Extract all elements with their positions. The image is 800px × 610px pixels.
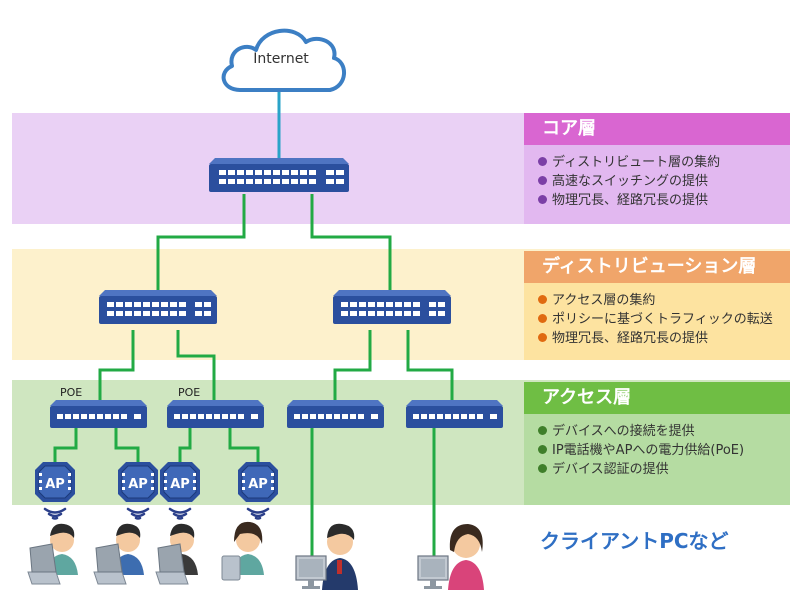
core-item: ディストリビュート層の集約 — [538, 153, 790, 172]
distribution-layer-title: ディストリビューション層 — [524, 251, 790, 283]
access-item-text: デバイスへの接続を提供 — [552, 424, 695, 439]
wired-client-2-icon — [417, 524, 484, 590]
internet-cloud-icon: Internet — [221, 28, 346, 92]
access-point-1-icon: AP — [34, 461, 76, 503]
wifi-signal-icon — [126, 507, 150, 520]
core-item-text: 物理冗長、経路冗長の提供 — [552, 193, 709, 208]
wireless-client-2-icon — [93, 523, 144, 585]
link-ap-4 — [228, 428, 260, 462]
distribution-item: 物理冗長、経路冗長の提供 — [538, 329, 790, 348]
access-item: デバイス認証の提供 — [538, 460, 790, 479]
bullet-icon — [538, 445, 547, 454]
link-dist-access-3 — [333, 330, 372, 400]
ap-label: AP — [128, 477, 148, 492]
core-layer-description: ディストリビュート層の集約 高速なスイッチングの提供 物理冗長、経路冗長の提供 — [524, 145, 790, 224]
bullet-icon — [538, 426, 547, 435]
clients-label: クライアントPCなど — [540, 529, 729, 553]
distribution-item-text: 物理冗長、経路冗長の提供 — [552, 331, 709, 346]
link-dist-access-4 — [406, 330, 454, 400]
distribution-item: アクセス層の集約 — [538, 291, 790, 310]
bullet-icon — [538, 333, 547, 342]
wired-client-1-icon — [295, 523, 358, 590]
access-point-3-icon: AP — [159, 461, 201, 503]
access-point-2-icon: AP — [117, 461, 159, 503]
bullet-icon — [538, 314, 547, 323]
wireless-client-4-icon — [221, 521, 264, 581]
core-item: 物理冗長、経路冗長の提供 — [538, 191, 790, 210]
link-dist-access-2 — [176, 330, 216, 400]
distribution-item-text: アクセス層の集約 — [552, 293, 656, 308]
link-dist-access-1 — [98, 330, 135, 400]
access-item-text: IP電話機やAPへの電力供給(PoE) — [552, 443, 745, 458]
distribution-switch-left-icon — [99, 290, 217, 324]
bullet-icon — [538, 464, 547, 473]
core-layer-title: コア層 — [524, 113, 790, 145]
wifi-signal-icon — [246, 507, 270, 520]
bullet-icon — [538, 176, 547, 185]
bullet-icon — [538, 195, 547, 204]
access-layer-title: アクセス層 — [524, 382, 790, 414]
distribution-layer-description: アクセス層の集約 ポリシーに基づくトラフィックの転送 物理冗長、経路冗長の提供 — [524, 283, 790, 360]
ap-label: AP — [248, 477, 268, 492]
distribution-item-text: ポリシーに基づくトラフィックの転送 — [552, 312, 773, 327]
distribution-switch-right-icon — [333, 290, 451, 324]
access-switch-2-icon — [167, 400, 264, 428]
bullet-icon — [538, 295, 547, 304]
wireless-client-1-icon — [27, 523, 78, 585]
wifi-signal-icon — [168, 507, 192, 520]
poe-label-2: POE — [178, 386, 200, 399]
core-item: 高速なスイッチングの提供 — [538, 172, 790, 191]
access-switch-4-icon — [406, 400, 503, 428]
access-item: デバイスへの接続を提供 — [538, 422, 790, 441]
wireless-client-3-icon — [155, 523, 198, 585]
wifi-signal-icon — [43, 507, 67, 520]
link-ap-1 — [53, 428, 78, 462]
access-item: IP電話機やAPへの電力供給(PoE) — [538, 441, 790, 460]
link-core-dist-right — [310, 194, 392, 290]
core-item-text: ディストリビュート層の集約 — [552, 155, 721, 170]
core-item-text: 高速なスイッチングの提供 — [552, 174, 709, 189]
access-point-4-icon: AP — [237, 461, 279, 503]
ap-label: AP — [170, 477, 190, 492]
link-ap-3 — [178, 428, 192, 462]
access-switch-3-icon — [287, 400, 384, 428]
distribution-item: ポリシーに基づくトラフィックの転送 — [538, 310, 790, 329]
link-ap-2 — [114, 428, 140, 462]
access-layer-description: デバイスへの接続を提供 IP電話機やAPへの電力供給(PoE) デバイス認証の提… — [524, 414, 790, 505]
bullet-icon — [538, 157, 547, 166]
network-links — [53, 194, 454, 556]
link-core-dist-left — [156, 194, 246, 290]
poe-label-1: POE — [60, 386, 82, 399]
internet-label: Internet — [253, 51, 309, 67]
access-item-text: デバイス認証の提供 — [552, 462, 669, 477]
access-switch-1-icon — [50, 400, 147, 428]
ap-label: AP — [45, 477, 65, 492]
core-switch-icon — [209, 158, 349, 192]
